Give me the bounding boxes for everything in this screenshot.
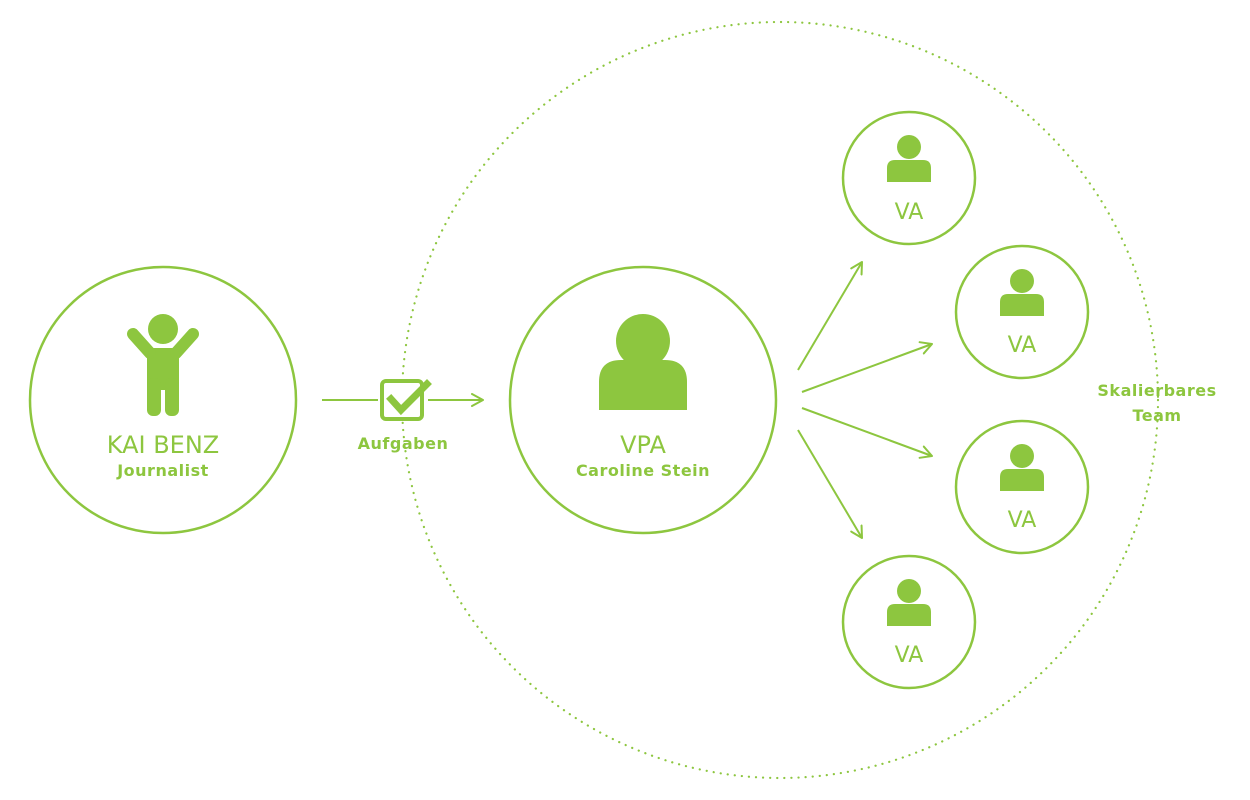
- arrow-to-va-1: [797, 261, 863, 371]
- team-member-node: VA: [841, 554, 977, 690]
- arrow-to-va-4: [797, 429, 863, 539]
- team-member-label: VA: [1008, 333, 1037, 358]
- team-member-label: VA: [1008, 508, 1037, 533]
- arrow-to-va-2: [801, 341, 933, 393]
- manager-node: VPA Caroline Stein: [508, 265, 778, 535]
- person-icon: [887, 135, 931, 182]
- handoff-edge: Aufgaben: [322, 379, 484, 453]
- person-icon: [1000, 269, 1044, 316]
- team-member-label: VA: [895, 643, 924, 668]
- team-member-node: VA: [954, 244, 1090, 380]
- team-member-node: VA: [841, 110, 977, 246]
- person-arms-raised-icon: [127, 314, 199, 416]
- manager-name: Caroline Stein: [576, 461, 710, 480]
- client-node: KAI BENZ Journalist: [28, 265, 298, 535]
- team-label-line2: Team: [1132, 406, 1181, 425]
- client-role: Journalist: [116, 461, 209, 480]
- team-label: Skalierbares Team: [1097, 381, 1216, 425]
- person-icon: [1000, 444, 1044, 491]
- team-boundary: [400, 20, 1160, 780]
- handoff-label: Aufgaben: [358, 434, 449, 453]
- client-name: KAI BENZ: [107, 431, 219, 459]
- team-member-node: VA: [954, 419, 1090, 555]
- team-label-line1: Skalierbares: [1097, 381, 1216, 400]
- person-icon: [887, 579, 931, 626]
- manager-title: VPA: [620, 431, 666, 459]
- team-member-label: VA: [895, 200, 924, 225]
- person-icon: [599, 314, 687, 410]
- arrow-to-va-3: [801, 407, 933, 459]
- fanout-arrows: [797, 261, 933, 539]
- checkbox-checked-icon: [380, 379, 432, 421]
